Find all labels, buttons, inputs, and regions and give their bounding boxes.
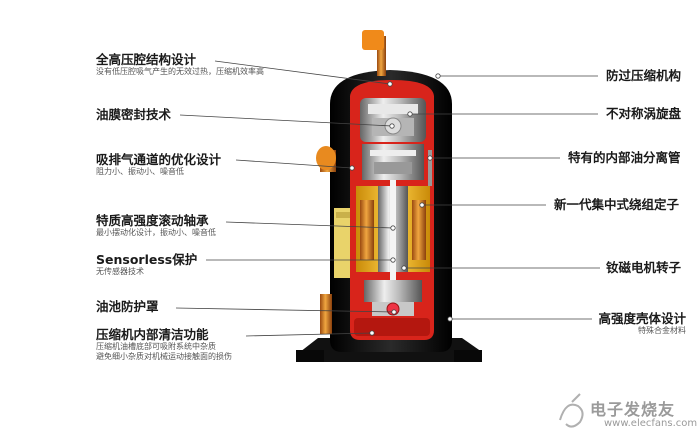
label-asym-scroll-title: 不对称涡旋盘 <box>606 106 682 121</box>
label-shell-title: 高强度壳体设计 <box>598 311 686 326</box>
label-rotor: 钕磁电机转子 <box>606 261 681 275</box>
label-high-pressure: 全高压腔结构设计 没有低压腔吸气产生的无效过热，压缩机效率高 <box>96 53 264 77</box>
label-asym-scroll: 不对称涡旋盘 <box>606 107 681 121</box>
label-bearing-desc: 最小摆动化设计，振动小、噪音低 <box>96 228 216 237</box>
label-cleaning-title: 压缩机内部清洁功能 <box>96 327 209 342</box>
side-pipe-lower <box>320 294 332 334</box>
top-pipe <box>377 36 386 76</box>
label-sensorless: Sensorless保护 无传感器技术 <box>96 253 197 277</box>
label-sensorless-title: Sensorless保护 <box>96 252 198 267</box>
label-anti-reverse: 防过压缩机构 <box>606 69 681 83</box>
label-bearing-title: 特质高强度滚动轴承 <box>96 213 209 228</box>
label-cleaning-desc-1: 压缩机油槽底部可吸附系统中杂质 <box>96 342 216 351</box>
label-shell-desc: 特殊合金材料 <box>638 326 686 335</box>
label-cleaning: 压缩机内部清洁功能 压缩机油槽底部可吸附系统中杂质 避免细小杂质对机械运动接触面… <box>96 328 232 362</box>
leader-line-high-pressure <box>214 60 391 85</box>
oil-separator-pipe <box>428 150 432 186</box>
label-oil-separator: 特有的内部油分离管 <box>568 151 681 165</box>
label-oil-pool: 油池防护罩 <box>96 300 159 314</box>
top-valve <box>362 30 384 50</box>
leader-line-oil-film <box>179 114 393 127</box>
label-oil-film: 油膜密封技术 <box>96 108 171 122</box>
watermark-logo-icon <box>559 393 584 428</box>
side-pipe-upper-cap <box>316 146 336 170</box>
label-bearing: 特质高强度滚动轴承 最小摆动化设计，振动小、噪音低 <box>96 214 216 238</box>
lower-bearing <box>364 280 422 302</box>
leader-line-discharge <box>235 159 353 169</box>
label-winding: 新一代集中式绕组定子 <box>554 198 679 212</box>
label-shell: 高强度壳体设计 特殊合金材料 <box>594 312 686 336</box>
base-foot-right <box>454 350 482 362</box>
leader-line-oil-pool <box>175 307 395 313</box>
label-discharge-desc: 阻力小、振动小、噪音低 <box>96 167 184 176</box>
label-oil-separator-title: 特有的内部油分离管 <box>568 150 681 165</box>
label-cleaning-desc-2: 避免细小杂质对机械运动接触面的损伤 <box>96 352 232 361</box>
label-discharge: 吸排气通道的优化设计 阻力小、振动小、噪音低 <box>96 153 221 177</box>
shell-label-plate <box>334 208 354 278</box>
label-oil-film-title: 油膜密封技术 <box>96 107 172 122</box>
watermark-url: www.elecfans.com <box>604 418 698 429</box>
label-high-pressure-title: 全高压腔结构设计 <box>96 52 197 67</box>
leader-line-cleaning <box>245 332 373 337</box>
label-sensorless-desc: 无传感器技术 <box>96 267 144 276</box>
base-foot-left <box>296 350 324 362</box>
label-high-pressure-desc: 没有低压腔吸气产生的无效过热，压缩机效率高 <box>96 67 264 76</box>
label-anti-reverse-title: 防过压缩机构 <box>606 68 682 83</box>
label-rotor-title: 钕磁电机转子 <box>606 260 682 275</box>
label-discharge-title: 吸排气通道的优化设计 <box>96 152 222 167</box>
label-oil-pool-title: 油池防护罩 <box>96 299 159 314</box>
watermark-title: 电子发烧友 <box>590 400 676 419</box>
label-winding-title: 新一代集中式绕组定子 <box>554 197 680 212</box>
leader-line-bearing <box>225 221 394 229</box>
